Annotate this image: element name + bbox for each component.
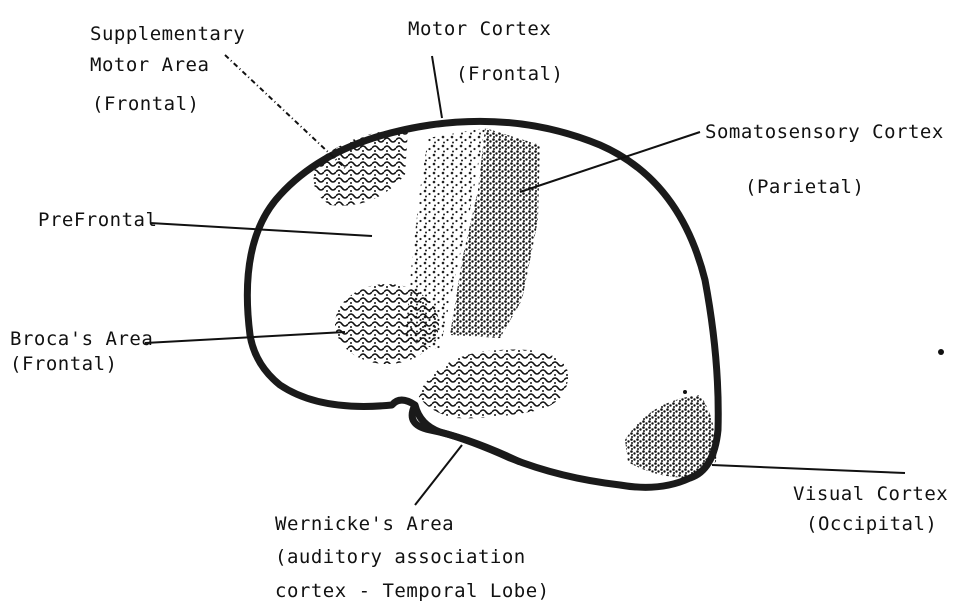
- label-broca-1: Broca's Area: [10, 328, 153, 350]
- broca-area-region: [335, 284, 439, 364]
- label-wernicke-1: Wernicke's Area: [275, 513, 454, 535]
- label-supplementary-motor-3: (Frontal): [92, 93, 199, 115]
- somatosensory-leader: [520, 132, 700, 192]
- supplementary-motor-leader: [225, 55, 345, 168]
- label-visual-2: (Occipital): [806, 513, 937, 535]
- label-somatosensory-1: Somatosensory Cortex: [705, 121, 944, 143]
- stray-dot: [938, 349, 944, 355]
- label-supplementary-motor-1: Supplementary: [90, 23, 245, 45]
- visual-leader: [712, 465, 905, 473]
- label-supplementary-motor-2: Motor Area: [90, 54, 209, 76]
- label-motor-cortex-1: Motor Cortex: [408, 18, 551, 40]
- label-somatosensory-2: (Parietal): [745, 176, 864, 198]
- label-prefrontal: PreFrontal: [38, 209, 157, 231]
- broca-leader: [145, 332, 345, 343]
- label-visual-1: Visual Cortex: [793, 483, 948, 505]
- label-motor-cortex-2: (Frontal): [456, 63, 563, 85]
- wernicke-area-region: [418, 349, 568, 418]
- label-wernicke-2: (auditory association: [275, 546, 526, 568]
- label-broca-2: (Frontal): [10, 353, 117, 375]
- wernicke-leader: [415, 445, 462, 505]
- label-wernicke-3: cortex - Temporal Lobe): [275, 580, 550, 602]
- stray-dot: [683, 390, 687, 394]
- motor-cortex-leader: [432, 56, 442, 118]
